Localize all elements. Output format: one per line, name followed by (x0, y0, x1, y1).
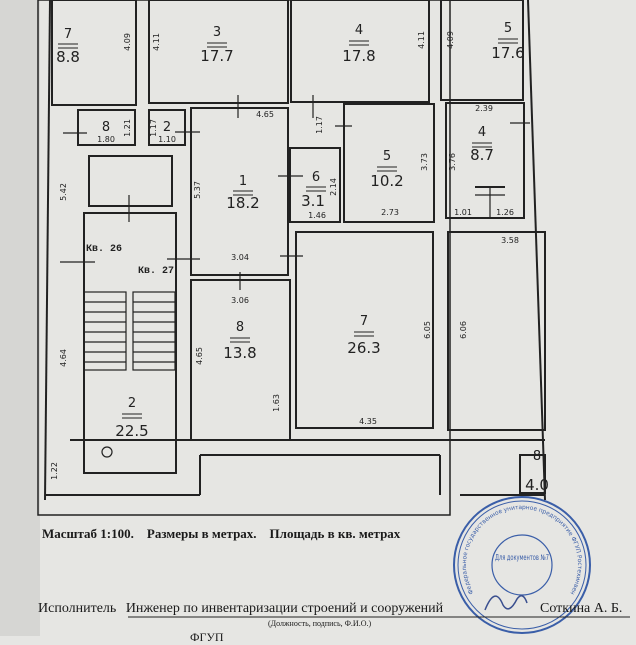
stamp-center-text: Для документов №7 (495, 553, 549, 562)
outer-wall-right (527, 0, 546, 501)
svg-text:6.06: 6.06 (459, 321, 468, 339)
svg-text:1.17: 1.17 (315, 116, 324, 134)
svg-text:3: 3 (213, 25, 221, 40)
svg-text:8.7: 8.7 (470, 146, 494, 164)
svg-text:4.11: 4.11 (417, 31, 426, 49)
svg-text:2: 2 (163, 120, 171, 135)
svg-text:1.17: 1.17 (149, 119, 158, 137)
svg-text:2.14: 2.14 (329, 178, 338, 196)
svg-text:6: 6 (312, 170, 320, 185)
executor-position: Инженер по инвентаризации строений и соо… (125, 601, 444, 616)
apartment-27-label: Кв. 27 (138, 266, 174, 277)
svg-text:2.73: 2.73 (381, 208, 399, 217)
svg-text:18.2: 18.2 (226, 194, 259, 212)
svg-text:8: 8 (102, 120, 110, 135)
svg-text:5.42: 5.42 (59, 183, 68, 201)
svg-text:8.8: 8.8 (56, 48, 80, 66)
executor-label: Исполнитель (38, 601, 117, 616)
svg-text:1.63: 1.63 (272, 394, 281, 412)
apartment-26-label: Кв. 26 (86, 244, 122, 255)
executor-name: Соткина А. Б. (540, 601, 623, 616)
svg-text:4.65: 4.65 (195, 347, 204, 365)
svg-text:4.09: 4.09 (123, 33, 132, 51)
svg-text:1: 1 (239, 174, 247, 189)
room-labels: 7 8.8 3 17.7 4 17.8 5 17.6 8 2 1 18.2 6 3.1 5 1… (56, 21, 549, 494)
svg-text:1.46: 1.46 (308, 211, 326, 220)
area-text: Площадь в кв. метрах (269, 526, 401, 541)
svg-text:4.35: 4.35 (359, 417, 377, 426)
svg-text:1.22: 1.22 (50, 462, 59, 480)
svg-text:3.73: 3.73 (420, 153, 429, 171)
svg-text:26.3: 26.3 (347, 339, 380, 357)
svg-text:10.2: 10.2 (370, 172, 403, 190)
scale-text: Масштаб 1:100. (42, 526, 134, 541)
dimension-labels: 4.09 4.11 4.11 4.09 4.65 1.17 1.21 1.80 … (50, 31, 519, 480)
svg-text:3.76: 3.76 (448, 153, 457, 171)
svg-text:1.26: 1.26 (496, 208, 514, 217)
svg-text:1.10: 1.10 (158, 135, 176, 144)
svg-text:8: 8 (533, 449, 541, 464)
svg-text:22.5: 22.5 (115, 422, 148, 440)
svg-text:4: 4 (355, 23, 363, 38)
room-1 (190, 107, 289, 276)
svg-text:3.04: 3.04 (231, 253, 249, 262)
svg-text:3.06: 3.06 (231, 296, 249, 305)
stamp-ring-text: Федеральное государственное унитарное пр… (0, 0, 583, 596)
svg-text:5: 5 (504, 21, 512, 36)
svg-text:4.64: 4.64 (59, 349, 68, 367)
svg-text:1.01: 1.01 (454, 208, 472, 217)
svg-text:4.11: 4.11 (152, 33, 161, 51)
svg-text:8: 8 (236, 320, 244, 335)
svg-text:6.05: 6.05 (423, 321, 432, 339)
svg-text:1.80: 1.80 (97, 135, 115, 144)
svg-text:17.6: 17.6 (491, 44, 524, 62)
svg-text:2.39: 2.39 (475, 104, 493, 113)
svg-text:7: 7 (360, 314, 368, 329)
executor-line: Исполнитель Инженер по инвентаризации ст… (38, 601, 443, 617)
svg-text:3.1: 3.1 (301, 192, 325, 210)
svg-text:5.37: 5.37 (193, 181, 202, 199)
svg-text:4.0: 4.0 (525, 476, 549, 494)
svg-text:1.21: 1.21 (123, 119, 132, 137)
svg-text:3.58: 3.58 (501, 236, 519, 245)
svg-text:4.65: 4.65 (256, 110, 274, 119)
scale-note: Масштаб 1:100. Размеры в метрах. Площадь… (42, 526, 400, 542)
svg-text:7: 7 (64, 27, 72, 42)
svg-text:4: 4 (478, 125, 486, 140)
svg-text:17.7: 17.7 (200, 47, 233, 65)
svg-text:2: 2 (128, 396, 136, 411)
svg-text:17.8: 17.8 (342, 47, 375, 65)
svg-text:4.09: 4.09 (446, 31, 455, 49)
room-7b (295, 231, 434, 429)
svg-text:13.8: 13.8 (223, 344, 256, 362)
elevator-shaft (88, 155, 173, 207)
signature-caption: (Должность, подпись, Ф.И.О.) (268, 619, 372, 628)
sizes-text: Размеры в метрах. (146, 526, 257, 541)
outer-wall-left (44, 0, 51, 501)
signature (484, 595, 528, 611)
organization-cut: ФГУП (190, 630, 224, 644)
area-separators (58, 38, 518, 419)
svg-text:5: 5 (383, 149, 391, 164)
